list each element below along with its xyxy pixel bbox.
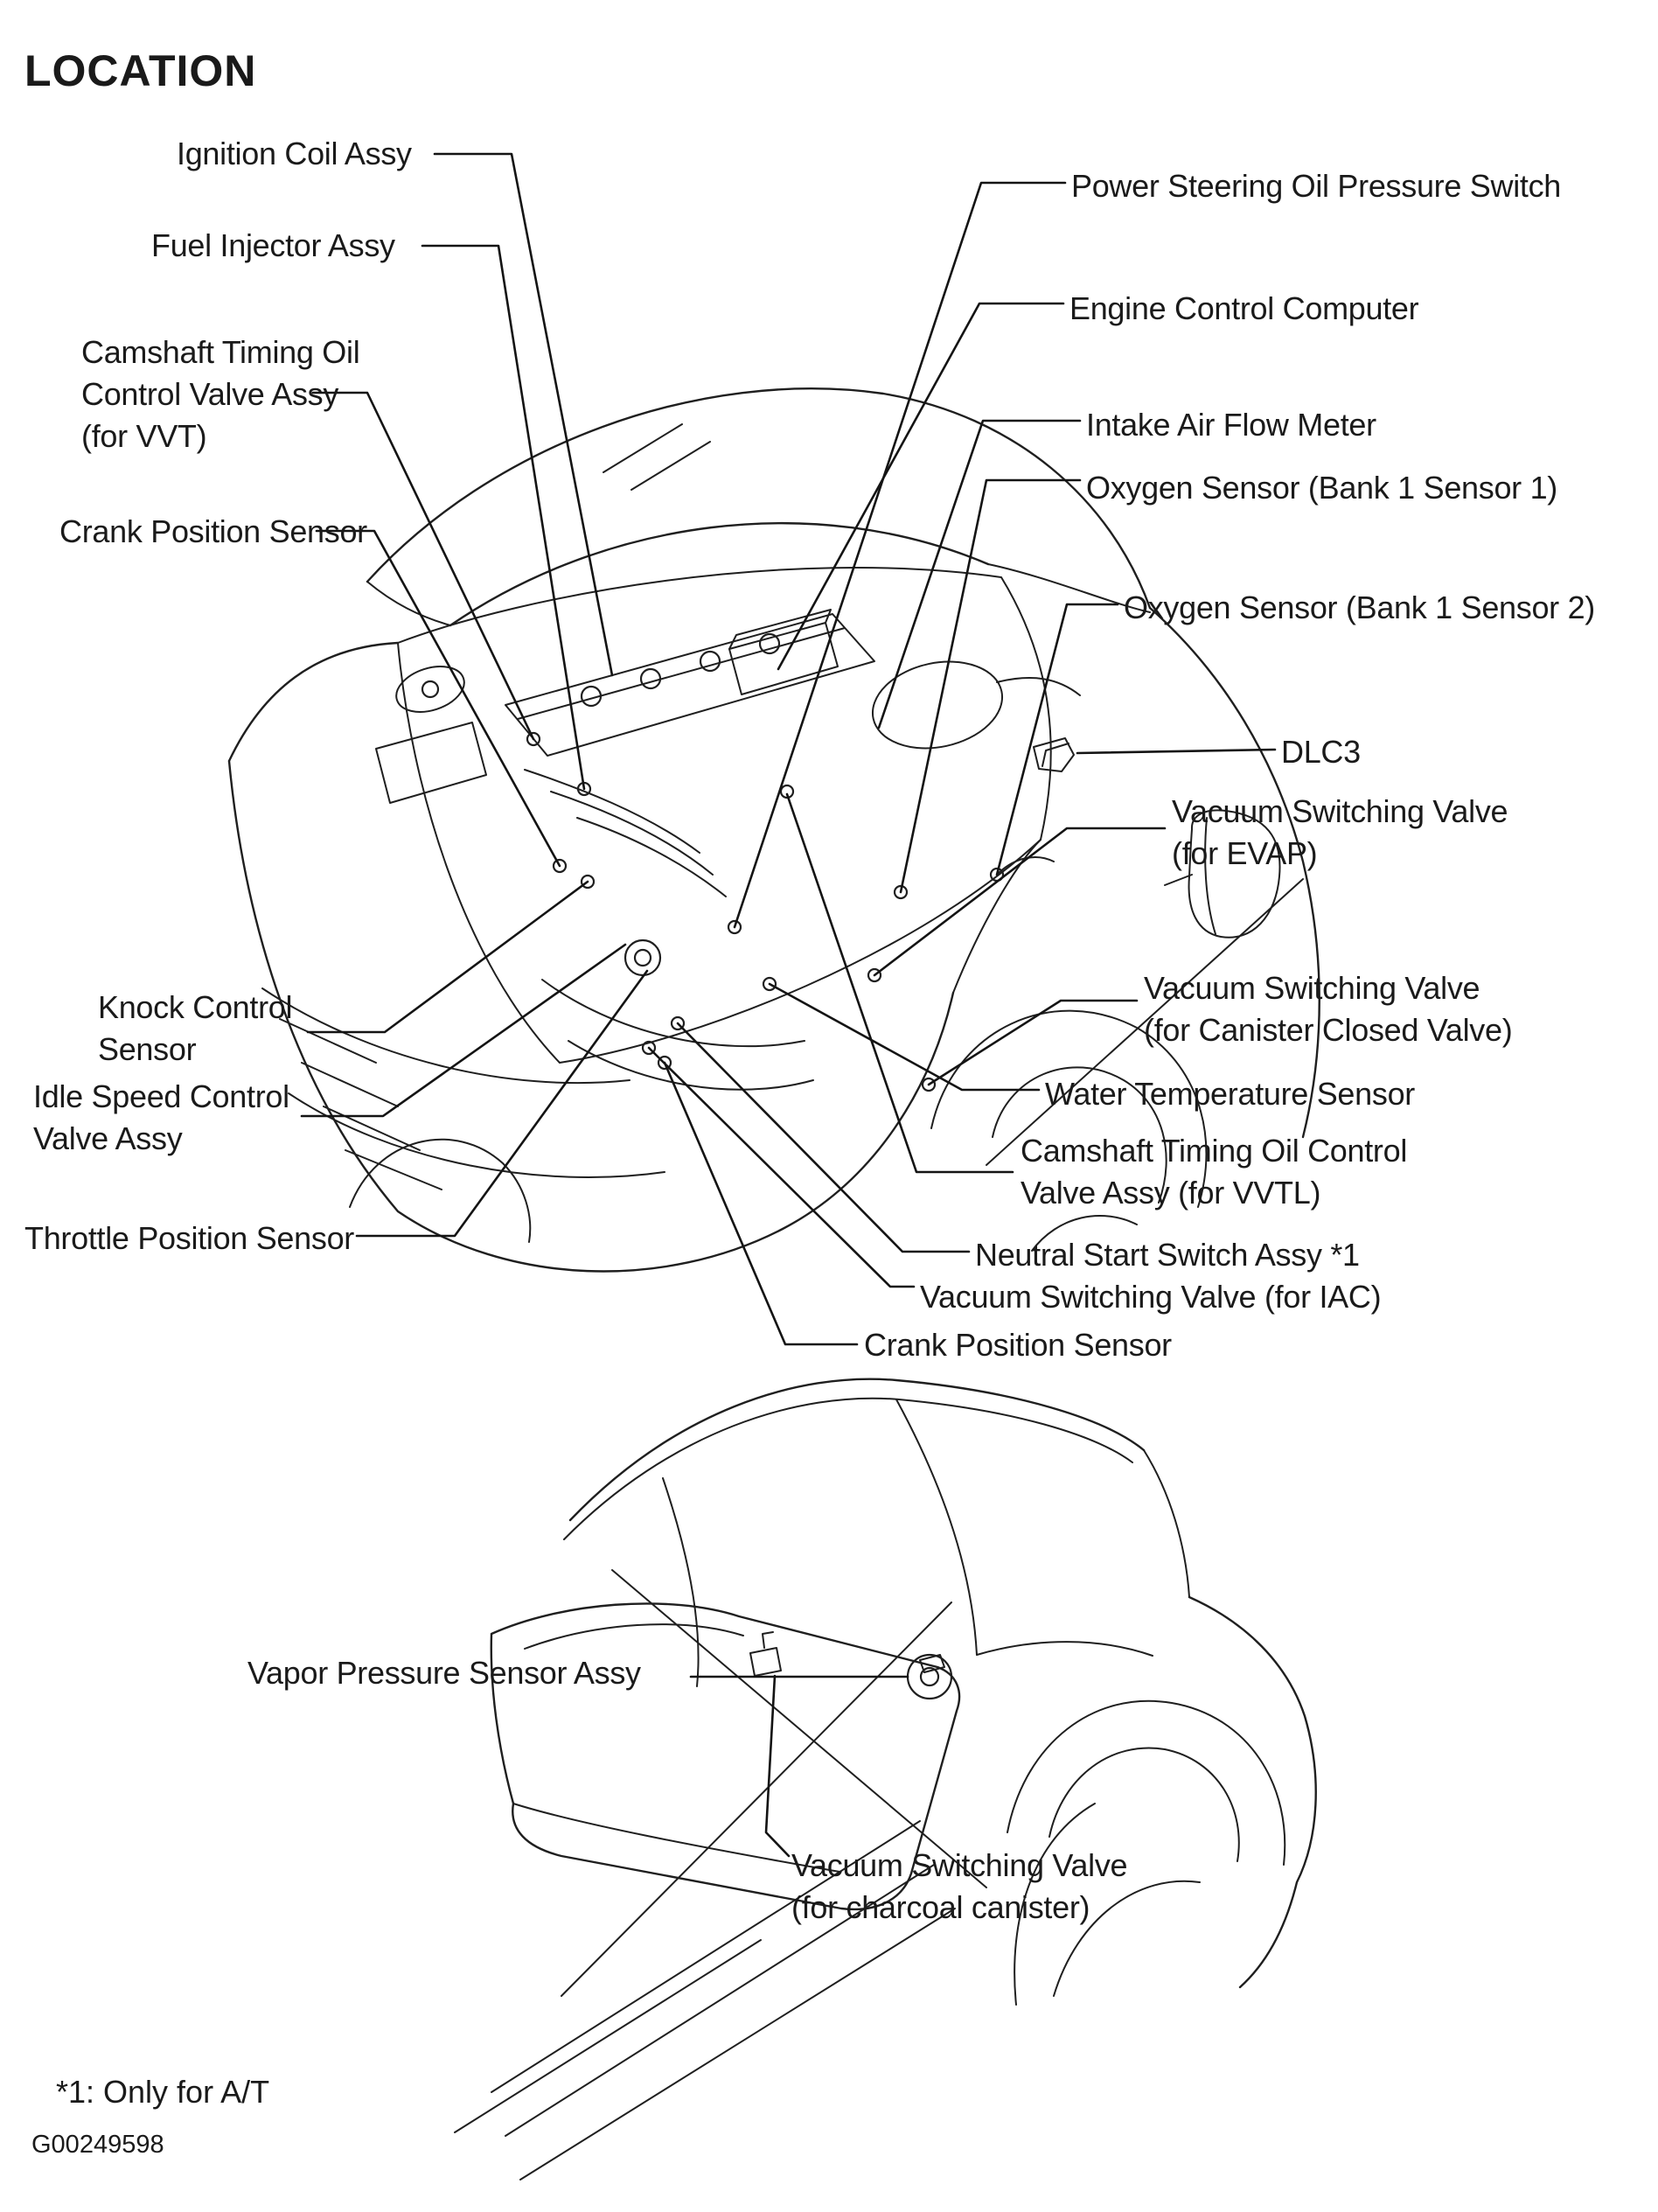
bumper-crease-2 bbox=[288, 1092, 665, 1178]
lower-grille-edge bbox=[952, 839, 1041, 994]
rear-wheel-inner bbox=[1048, 1747, 1240, 1862]
page-title: LOCATION bbox=[24, 46, 257, 95]
body-crease-under-mirror bbox=[986, 878, 1304, 1166]
callout-neutral-start-switch: Neutral Start Switch Assy *1 bbox=[975, 1237, 1360, 1273]
rear-roof-rail-inner bbox=[563, 1397, 1133, 1540]
callout-vapor-pressure: Vapor Pressure Sensor Assy bbox=[247, 1655, 641, 1691]
callout-vsv-evap: Vacuum Switching Valve (for EVAP) bbox=[1172, 793, 1508, 871]
air-cleaner bbox=[871, 660, 1081, 750]
throttle-body bbox=[623, 939, 662, 977]
front-right-wheel-inner bbox=[992, 1066, 1167, 1204]
callout-water-temperature: Water Temperature Sensor bbox=[1045, 1076, 1415, 1112]
footnote: *1: Only for A/T bbox=[56, 2074, 270, 2110]
right-body-side bbox=[1148, 606, 1320, 1139]
leader-throttle bbox=[355, 969, 649, 1238]
windshield-cowl-line bbox=[449, 521, 990, 627]
ignition-coils bbox=[580, 632, 781, 708]
callout-camshaft-vvtl: Camshaft Timing Oil Control Valve Assy (… bbox=[1021, 1133, 1408, 1211]
callout-power-steering: Power Steering Oil Pressure Switch bbox=[1071, 168, 1562, 204]
callout-throttle-position: Throttle Position Sensor bbox=[24, 1220, 354, 1256]
side-mirror bbox=[1164, 809, 1281, 939]
engine-bay-components bbox=[375, 609, 1081, 1092]
vapor-pressure-sensor-part bbox=[906, 1653, 953, 1700]
leader-knock bbox=[306, 880, 589, 1034]
rear-car-drawing bbox=[454, 1378, 1317, 2181]
callout-fuel-injector: Fuel Injector Assy bbox=[151, 227, 395, 263]
cutaway-cross-lines bbox=[561, 1569, 987, 1997]
callout-ignition-coil: Ignition Coil Assy bbox=[177, 136, 412, 171]
leader-idle-speed bbox=[300, 943, 627, 1118]
callout-engine-control-computer: Engine Control Computer bbox=[1069, 290, 1419, 326]
callout-oxygen-sensor-2: Oxygen Sensor (Bank 1 Sensor 2) bbox=[1124, 590, 1595, 625]
leader-dlc3 bbox=[1076, 748, 1277, 755]
front-face-outline bbox=[227, 759, 955, 1273]
leader-fuel-injector bbox=[421, 244, 586, 791]
roof-line bbox=[366, 387, 1152, 610]
leader-power-steering bbox=[733, 181, 1067, 929]
callout-oxygen-sensor-1: Oxygen Sensor (Bank 1 Sensor 1) bbox=[1086, 470, 1557, 506]
hood-opening bbox=[397, 567, 1052, 1064]
leader-lines bbox=[300, 152, 1277, 1858]
rear-roof-rail-outer bbox=[568, 1378, 1146, 1522]
callout-vsv-canister-closed: Vacuum Switching Valve (for Canister Clo… bbox=[1144, 970, 1513, 1048]
callout-vsv-iac: Vacuum Switching Valve (for IAC) bbox=[920, 1279, 1382, 1315]
leader-camshaft-vvtl bbox=[785, 792, 1014, 1174]
battery-box bbox=[375, 722, 487, 804]
grille-slats bbox=[279, 1018, 442, 1190]
callout-camshaft-vvt: Camshaft Timing Oil Control Valve Assy (… bbox=[81, 334, 360, 454]
leader-ecu bbox=[777, 302, 1065, 671]
callout-vsv-charcoal: Vacuum Switching Valve (for charcoal can… bbox=[791, 1847, 1128, 1925]
strut-tower bbox=[395, 666, 465, 713]
leader-ignition-coil bbox=[433, 152, 614, 677]
dlc3-connector bbox=[1033, 737, 1075, 772]
hatch-rear-edge bbox=[1143, 1449, 1190, 1598]
leader-oxygen-1 bbox=[899, 478, 1082, 894]
leader-crank-1 bbox=[315, 529, 561, 868]
figure-id: G00249598 bbox=[31, 2131, 164, 2159]
leader-neutral-start bbox=[676, 1022, 971, 1253]
c-pillar bbox=[662, 1477, 700, 1687]
sensor-marks bbox=[526, 731, 1005, 1092]
callout-knock-control: Knock Control Sensor bbox=[98, 989, 293, 1067]
bumper-crease-1 bbox=[261, 987, 630, 1085]
front-right-tire-bottom bbox=[1031, 1215, 1138, 1252]
leader-camshaft-vvt bbox=[311, 391, 535, 741]
ecu-box bbox=[728, 609, 839, 695]
leader-oxygen-2 bbox=[995, 603, 1119, 876]
hatch-glass-edge bbox=[895, 1399, 978, 1656]
callout-intake-air-flow-meter: Intake Air Flow Meter bbox=[1086, 407, 1376, 443]
belt-line bbox=[976, 1641, 1153, 1657]
callout-dlc3: DLC3 bbox=[1281, 734, 1361, 770]
floor-diagonals bbox=[454, 1820, 956, 2181]
a-pillar-left bbox=[366, 581, 451, 626]
front-left-wheel bbox=[349, 1138, 532, 1243]
leader-vsv-evap bbox=[873, 827, 1167, 977]
fuel-tank-contours bbox=[512, 1623, 840, 1873]
leader-vsv-charcoal bbox=[764, 1674, 791, 1858]
front-car-drawing bbox=[227, 387, 1320, 1273]
leader-water-temp bbox=[768, 982, 1041, 1092]
windshield-sheen bbox=[603, 423, 711, 491]
windshield-right-edge bbox=[987, 563, 1151, 613]
callout-idle-speed: Idle Speed Control Valve Assy bbox=[33, 1078, 289, 1156]
intake-runners bbox=[524, 769, 727, 897]
leader-vsv-canister bbox=[927, 999, 1139, 1086]
left-fender-edge bbox=[227, 641, 400, 763]
rear-tire-arcs bbox=[1014, 1803, 1201, 2006]
leader-crank-2 bbox=[663, 1061, 859, 1346]
vsv-charcoal-part bbox=[749, 1631, 782, 1677]
front-right-wheel-arch bbox=[930, 1009, 1208, 1208]
callout-crank-position-1: Crank Position Sensor bbox=[59, 513, 367, 549]
leader-vsv-iac bbox=[647, 1046, 916, 1288]
rear-wheel-arch bbox=[1007, 1699, 1286, 1866]
callout-crank-position-2: Crank Position Sensor bbox=[864, 1327, 1172, 1363]
fuel-tank bbox=[490, 1602, 961, 1911]
rear-quarter-panel bbox=[1188, 1595, 1317, 1989]
leader-intake-air bbox=[877, 419, 1082, 729]
